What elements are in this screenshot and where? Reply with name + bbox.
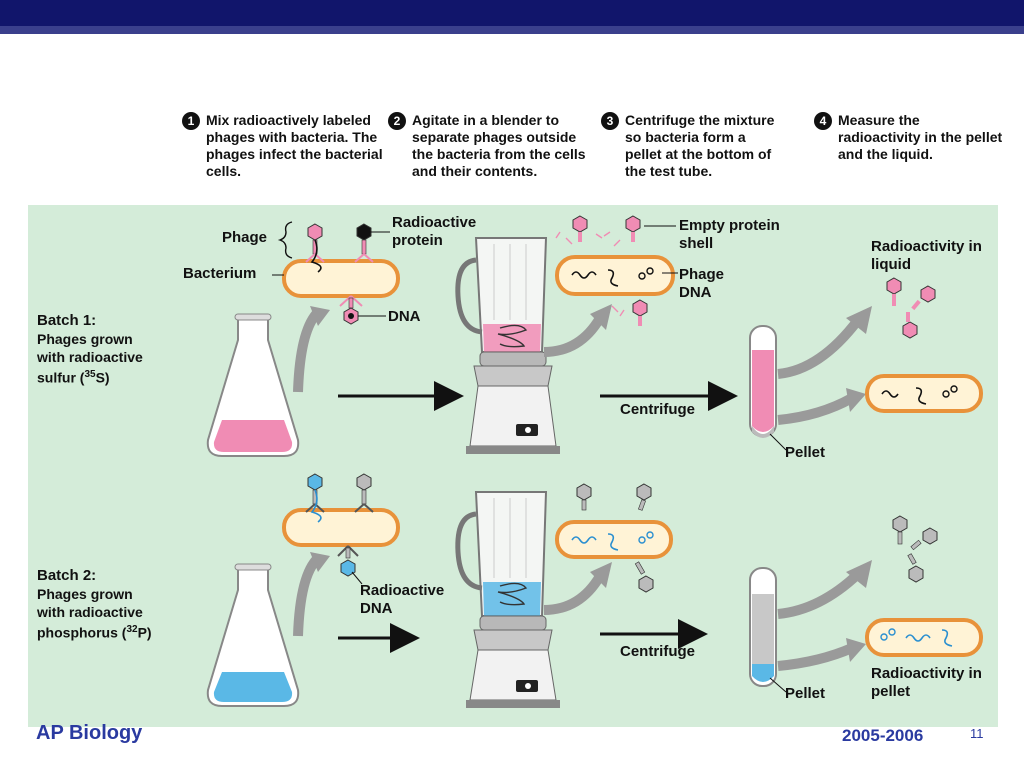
test-tube-batch-2 xyxy=(749,567,787,693)
batch-1-line-2: with radioactive xyxy=(37,349,143,365)
separated-cell-batch-2 xyxy=(555,483,673,593)
label-bacterium: Bacterium xyxy=(183,265,257,282)
footer-year: 2005-2006 xyxy=(842,726,924,745)
batch-1-title: Batch 1: xyxy=(37,312,97,329)
flask-batch-1 xyxy=(206,313,300,457)
step-3-text: Centrifuge the mixture so bacteria form … xyxy=(625,112,775,179)
label-empty-protein-shell: Empty protein shell xyxy=(679,217,780,252)
footer-course: AP Biology xyxy=(36,722,143,744)
pellet-cell-batch-2 xyxy=(865,618,983,657)
label-phage: Phage xyxy=(222,229,268,246)
label-phage-dna: Phage DNA xyxy=(679,266,725,301)
header-bar-accent xyxy=(0,26,1024,34)
step-4-number: 4 xyxy=(814,112,832,130)
arrow-flask-to-cell-2 xyxy=(293,554,322,637)
batch-2-title: Batch 2: xyxy=(37,567,97,584)
batch-1-line-1: Phages grown xyxy=(37,331,133,347)
arrow-blender-to-cell-2 xyxy=(543,573,605,615)
label-radioactivity-liquid: Radioactivity in liquid xyxy=(871,238,982,273)
label-radioactivity-pellet: Radioactivity in pellet xyxy=(871,665,982,700)
label-dna: DNA xyxy=(388,308,421,325)
batch-2-line-3: phosphorus (32P) xyxy=(37,624,152,641)
step-3-number: 3 xyxy=(601,112,619,130)
step-4: 4 Measure the radioactivity in the pelle… xyxy=(814,112,1003,163)
arrow-tube-to-liquid-2 xyxy=(777,570,862,619)
step-2-text: Agitate in a blender to separate phages … xyxy=(412,112,586,179)
page-number: 11 xyxy=(970,726,984,741)
bacterium-batch-2 xyxy=(282,473,400,585)
step-1-number: 1 xyxy=(182,112,200,130)
label-radioactive-dna: Radioactive DNA xyxy=(360,582,445,617)
batch-2-description: Batch 2: Phages grown with radioactive p… xyxy=(37,567,152,642)
blender-batch-2 xyxy=(455,491,560,708)
pellet-cell-batch-1 xyxy=(865,374,983,413)
step-1-text: Mix radioactively labeled phages with ba… xyxy=(206,112,383,179)
label-pellet-1: Pellet xyxy=(785,444,826,461)
header-bar xyxy=(0,0,1024,26)
arrow-tube-to-liquid-1 xyxy=(777,316,862,379)
flask-batch-2 xyxy=(206,563,300,707)
bacterium-batch-1 xyxy=(272,221,400,325)
step-2: 2 Agitate in a blender to separate phage… xyxy=(388,112,590,180)
arrow-flask-to-cell-1 xyxy=(293,308,322,393)
label-centrifuge-2: Centrifuge xyxy=(620,643,695,660)
batch-1-line-3: sulfur (35S) xyxy=(37,369,110,386)
label-centrifuge-1: Centrifuge xyxy=(620,401,695,418)
test-tube-batch-1 xyxy=(749,325,787,451)
arrow-tube-to-pellet-2 xyxy=(777,643,855,671)
blender-batch-1 xyxy=(455,237,560,454)
label-pellet-2: Pellet xyxy=(785,685,826,702)
label-radioactive-protein: Radioactive protein xyxy=(392,214,477,249)
step-4-text: Measure the radioactivity in the pellet … xyxy=(838,112,1003,162)
separated-cell-batch-1 xyxy=(555,215,678,326)
step-3: 3 Centrifuge the mixture so bacteria for… xyxy=(601,112,785,180)
free-phages-liquid-2 xyxy=(892,515,938,583)
batch-1-description: Batch 1: Phages grown with radioactive s… xyxy=(37,312,143,387)
free-phages-liquid-1 xyxy=(886,277,936,339)
step-1: 1 Mix radioactively labeled phages with … xyxy=(182,112,396,180)
step-2-number: 2 xyxy=(388,112,406,130)
arrow-blender-to-cell-1 xyxy=(543,315,605,357)
batch-2-line-2: with radioactive xyxy=(37,604,143,620)
arrow-tube-to-pellet-1 xyxy=(777,393,855,425)
batch-2-line-1: Phages grown xyxy=(37,586,133,602)
